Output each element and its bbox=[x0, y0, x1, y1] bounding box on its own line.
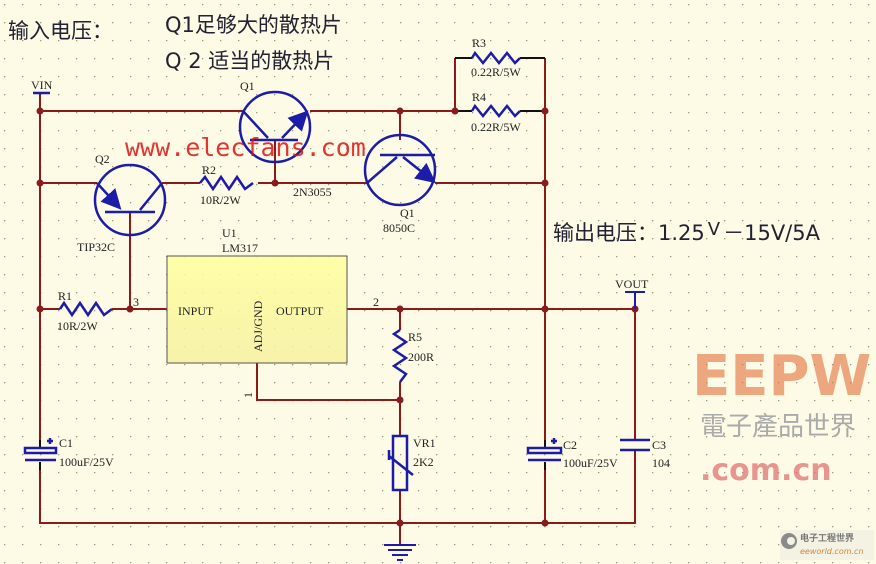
svg-text:10R/2W: 10R/2W bbox=[57, 319, 98, 333]
transistor-q1-8050c: Q1 8050C bbox=[363, 133, 435, 235]
svg-text:R4: R4 bbox=[472, 90, 486, 104]
svg-text:INPUT: INPUT bbox=[178, 304, 214, 318]
svg-text:電子產品世界: 電子產品世界 bbox=[700, 412, 856, 442]
elecfans-watermark: www.elecfans.com bbox=[125, 133, 366, 162]
transistor-q1-2n3055: Q1 2N3055 bbox=[238, 79, 332, 199]
svg-text:.com.cn: .com.cn bbox=[700, 453, 832, 488]
input-voltage-note: 输入电压： bbox=[8, 19, 113, 43]
svg-text:200R: 200R bbox=[408, 350, 434, 364]
svg-text:104: 104 bbox=[652, 456, 670, 470]
resistor-r2: R2 10R/2W bbox=[199, 163, 254, 207]
svg-text:Q1: Q1 bbox=[240, 79, 255, 93]
q2-heatsink-note: Q 2 适当的散热片 bbox=[165, 49, 334, 73]
capacitor-c1: C1 100uF/25V bbox=[23, 436, 114, 470]
eepw-watermark: EEPW 電子產品世界 .com.cn bbox=[692, 344, 871, 488]
resistor-r3: R3 0.22R/5W bbox=[470, 36, 521, 79]
transistor-q2-tip32c: Q2 TIP32C bbox=[77, 152, 167, 254]
junctions bbox=[36, 107, 639, 527]
wires bbox=[39, 57, 636, 545]
svg-text:R1: R1 bbox=[58, 289, 72, 303]
svg-text:2K2: 2K2 bbox=[413, 455, 434, 469]
svg-text:0.22R/5W: 0.22R/5W bbox=[471, 120, 521, 134]
ground-icon bbox=[384, 544, 416, 561]
svg-text:R3: R3 bbox=[472, 36, 486, 50]
capacitor-c2: C2 100uF/25V bbox=[526, 438, 618, 470]
svg-text:eeworld.com.cn: eeworld.com.cn bbox=[800, 547, 864, 556]
resistor-r5: R5 200R bbox=[391, 328, 434, 383]
resistor-r1: R1 10R/2W bbox=[57, 289, 113, 333]
potentiometer-vr1: VR1 2K2 bbox=[387, 434, 436, 492]
svg-text:2N3055: 2N3055 bbox=[293, 185, 332, 199]
q1-heatsink-note: Q1足够大的散热片 bbox=[165, 13, 342, 37]
svg-text:ADJ/GND: ADJ/GND bbox=[251, 300, 265, 352]
svg-text:Q1: Q1 bbox=[400, 206, 415, 220]
svg-text:100uF/25V: 100uF/25V bbox=[59, 455, 114, 469]
svg-text:10R/2W: 10R/2W bbox=[200, 193, 241, 207]
svg-text:8050C: 8050C bbox=[383, 221, 415, 235]
svg-text:C1: C1 bbox=[59, 436, 73, 450]
svg-text:Q2: Q2 bbox=[95, 152, 110, 166]
svg-text:R2: R2 bbox=[202, 163, 216, 177]
svg-text:100uF/25V: 100uF/25V bbox=[563, 456, 618, 470]
capacitor-c3: C3 104 bbox=[620, 438, 670, 470]
svg-text:1: 1 bbox=[241, 392, 255, 398]
svg-text:C3: C3 bbox=[652, 438, 666, 452]
svg-text:EEPW: EEPW bbox=[692, 344, 871, 409]
svg-text:3: 3 bbox=[133, 295, 139, 309]
svg-text:OUTPUT: OUTPUT bbox=[276, 304, 324, 318]
svg-text:0.22R/5W: 0.22R/5W bbox=[471, 65, 521, 79]
regulator-u1-lm317: U1 LM317 INPUT OUTPUT ADJ/GND 3 2 1 bbox=[133, 226, 379, 398]
vin-port: VIN bbox=[31, 78, 53, 95]
svg-text:2: 2 bbox=[373, 295, 379, 309]
svg-text:LM317: LM317 bbox=[222, 241, 258, 255]
svg-text:VOUT: VOUT bbox=[615, 277, 649, 291]
svg-text:电子工程世界: 电子工程世界 bbox=[800, 532, 854, 544]
svg-text:VIN: VIN bbox=[31, 78, 53, 92]
eeworld-logo: 电子工程世界 eeworld.com.cn bbox=[780, 530, 874, 560]
svg-text:R5: R5 bbox=[408, 330, 422, 344]
svg-text:U1: U1 bbox=[222, 226, 237, 240]
resistor-r4: R4 0.22R/5W bbox=[470, 90, 521, 134]
svg-text:C2: C2 bbox=[563, 438, 577, 452]
svg-text:VR1: VR1 bbox=[413, 436, 436, 450]
svg-text:TIP32C: TIP32C bbox=[77, 240, 115, 254]
vout-port: VOUT bbox=[615, 277, 649, 309]
